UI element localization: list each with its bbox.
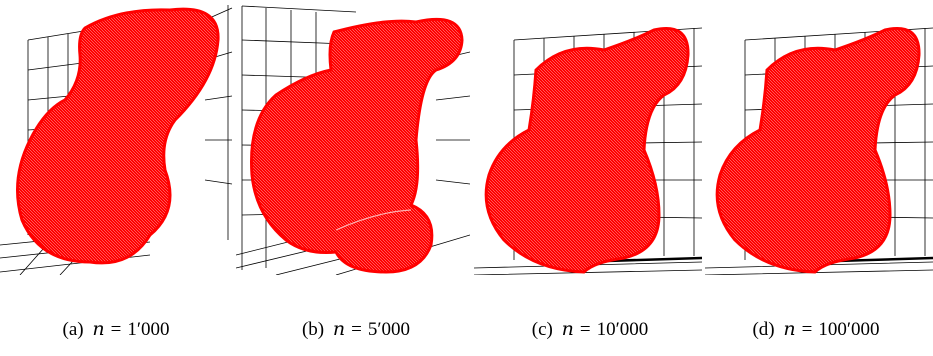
blob-shape [484,27,690,274]
caption-equals: = [351,319,362,340]
blob-shape [16,7,220,265]
panel-d-plot [705,27,933,275]
caption-value: 1′000 [127,319,170,340]
caption-label: (a) [62,319,84,340]
caption-equals: = [110,319,122,340]
caption-label: (d) [752,319,775,340]
blob-shape [715,27,921,274]
caption-value: 10′000 [596,319,649,340]
caption-equals: = [801,319,813,340]
caption-b: (b) n=5′000 [246,318,466,341]
caption-c: (c) n=10′000 [480,318,700,341]
caption-label: (b) [301,319,325,340]
caption-value: 100′000 [818,319,880,340]
blob-shape [250,17,464,274]
panel-c [474,0,702,275]
panel-c-plot [474,27,702,275]
caption-label: (c) [531,319,553,340]
panel-d [705,0,933,275]
panel-b [236,0,470,275]
caption-variable: n [92,318,105,340]
caption-d: (d) n=100′000 [706,318,926,341]
panel-a-plot [0,5,233,275]
caption-a: (a) n=1′000 [6,318,226,341]
caption-variable: n [332,318,346,340]
caption-equals: = [579,319,591,340]
panel-b-plot [236,5,470,275]
caption-variable: n [783,318,796,340]
caption-value: 5′000 [367,319,411,340]
caption-variable: n [561,318,574,340]
panel-a [0,0,233,275]
